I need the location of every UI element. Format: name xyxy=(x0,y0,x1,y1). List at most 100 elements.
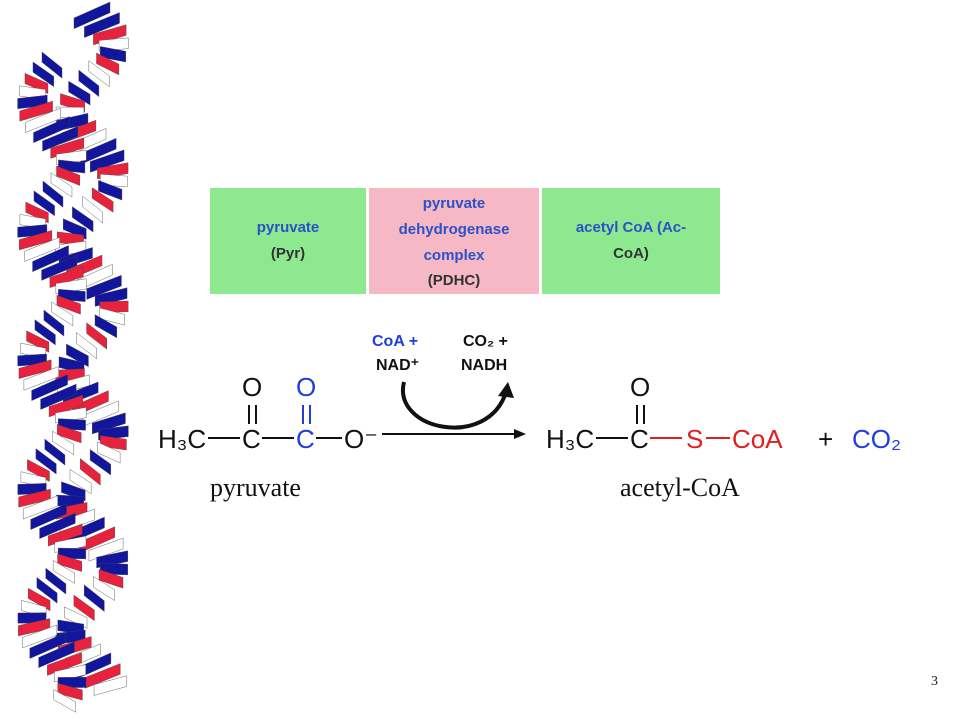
acetyl-h3c: H₃C xyxy=(546,424,594,454)
enzyme-table: pyruvate (Pyr) pyruvate dehydrogenase co… xyxy=(210,188,720,294)
ribbon-stripe xyxy=(25,107,61,133)
pyruvate-carboxyl-carbon: C xyxy=(296,424,315,454)
ribbon-stripe xyxy=(57,424,82,444)
curved-arrow-head xyxy=(498,382,514,398)
ribbon-stripe xyxy=(47,652,82,676)
acetyl-sulfur: S xyxy=(686,424,703,454)
ribbon-stripe xyxy=(80,458,101,486)
acetyl-coa-group: CoA xyxy=(732,424,783,454)
cofactor-out-line2: NADH xyxy=(461,357,507,374)
ribbon-stripe xyxy=(97,441,121,464)
ribbon-stripe xyxy=(42,126,79,152)
ribbon-stripe xyxy=(53,689,76,713)
ribbon-stripe xyxy=(89,449,111,476)
ribbon-stripe xyxy=(39,512,76,539)
ribbon-stripe xyxy=(33,116,70,144)
ribbon-stripe xyxy=(56,294,81,315)
ribbon-stripe xyxy=(23,366,59,391)
cofactor-in-line2: NAD⁺ xyxy=(376,357,419,374)
pyruvate-ketone-oxygen: O xyxy=(242,372,262,402)
ribbon-stripe xyxy=(76,332,97,360)
ribbon-stripe xyxy=(24,73,49,94)
ribbon-stripe xyxy=(93,24,127,46)
pyruvate-structure: H₃C C O C O O⁻ xyxy=(158,372,378,454)
ribbon-stripe xyxy=(86,275,122,300)
co2-byproduct: CO₂ xyxy=(852,424,901,454)
table-cell-pdhc-line4: (PDHC) xyxy=(428,272,481,289)
ribbon-stripe xyxy=(57,682,83,701)
ribbon-stripe xyxy=(84,12,120,38)
pyruvate-h3c: H₃C xyxy=(158,424,206,454)
table-cell-pdhc-line2: dehydrogenase xyxy=(399,221,510,238)
decorative-ribbon-border xyxy=(17,1,129,713)
ribbon-stripe xyxy=(22,624,58,649)
ribbon-stripe xyxy=(41,51,63,79)
pyruvate-carboxyl-oxygen: O xyxy=(296,372,316,402)
ribbon-stripe xyxy=(48,523,83,547)
ribbon-stripe xyxy=(42,180,64,208)
ribbon-stripe xyxy=(26,330,50,353)
curved-arrow xyxy=(400,381,508,430)
acetyl-coa-structure: H₃C C O S CoA xyxy=(546,372,783,454)
table-cell-pyruvate-line1: pyruvate xyxy=(257,219,320,236)
ribbon-stripe xyxy=(44,438,66,466)
ribbon-stripe xyxy=(38,641,75,669)
ribbon-stripe xyxy=(66,343,89,368)
ribbon-stripe xyxy=(50,137,85,159)
ribbon-stripe xyxy=(68,80,91,106)
ribbon-stripe xyxy=(98,569,124,589)
cofactors: CoA + NAD⁺ CO₂ + NADH xyxy=(372,333,514,430)
acetyl-coa-label: acetyl-CoA xyxy=(620,473,740,502)
ribbon-stripe xyxy=(84,584,105,612)
ribbon-stripe xyxy=(93,576,115,601)
ribbon-stripe xyxy=(86,322,107,350)
ribbon-stripe xyxy=(72,206,94,233)
ribbon-stripe xyxy=(90,149,125,173)
ribbon-stripe xyxy=(99,307,125,326)
ribbon-stripe xyxy=(62,218,87,240)
table-cell-acetyl-coa-line2: CoA) xyxy=(613,245,649,262)
table-cell-acetyl-coa-line1: acetyl CoA (Ac- xyxy=(576,219,686,236)
ribbon-stripe xyxy=(64,606,88,629)
ribbon-stripe xyxy=(45,567,67,595)
ribbon-stripe xyxy=(52,430,75,456)
cofactor-in-line1: CoA + xyxy=(372,333,418,350)
ribbon-stripe xyxy=(69,469,92,495)
ribbon-stripe xyxy=(88,537,124,562)
ribbon-stripe xyxy=(40,383,77,410)
ribbon-stripe xyxy=(98,180,123,201)
table-cell-pdhc-line3: complex xyxy=(424,247,486,264)
ribbon-stripe xyxy=(36,577,58,604)
ribbon-stripe xyxy=(93,675,127,696)
ribbon-stripe xyxy=(23,495,58,520)
ribbon-stripe xyxy=(28,587,51,612)
plus-sign: + xyxy=(818,424,833,454)
ribbon-stripe xyxy=(88,60,110,87)
ribbon-stripe xyxy=(31,374,68,401)
ribbon-stripe xyxy=(73,1,111,30)
ribbon-stripe xyxy=(52,560,75,584)
ribbon-stripe xyxy=(56,165,80,186)
ribbon-stripe xyxy=(48,394,83,418)
ribbon-stripe xyxy=(32,245,69,273)
pyruvate-label: pyruvate xyxy=(210,473,301,502)
ribbon-stripe xyxy=(41,254,78,281)
ribbon-stripe xyxy=(78,69,100,98)
ribbon-stripe xyxy=(43,309,65,337)
ribbon-stripe xyxy=(29,632,66,659)
ribbon-stripe xyxy=(33,190,55,217)
table-cell-pyruvate xyxy=(210,188,366,294)
reaction-arrow xyxy=(382,429,526,439)
ribbon-stripe xyxy=(25,201,49,224)
ribbon-stripe xyxy=(49,266,84,288)
table-cell-pdhc-line1: pyruvate xyxy=(423,195,486,212)
cofactor-out-line1: CO₂ + xyxy=(463,333,508,350)
table-cell-acetyl-coa-line1-text: acetyl CoA (Ac- xyxy=(576,219,686,236)
ribbon-stripe xyxy=(32,61,54,88)
ribbon-stripe xyxy=(27,459,50,482)
page-number: 3 xyxy=(931,674,938,689)
ribbon-stripe xyxy=(96,52,120,76)
ribbon-stripe xyxy=(35,448,57,475)
ribbon-stripe xyxy=(82,195,103,224)
acetyl-ketone-oxygen: O xyxy=(630,372,650,402)
